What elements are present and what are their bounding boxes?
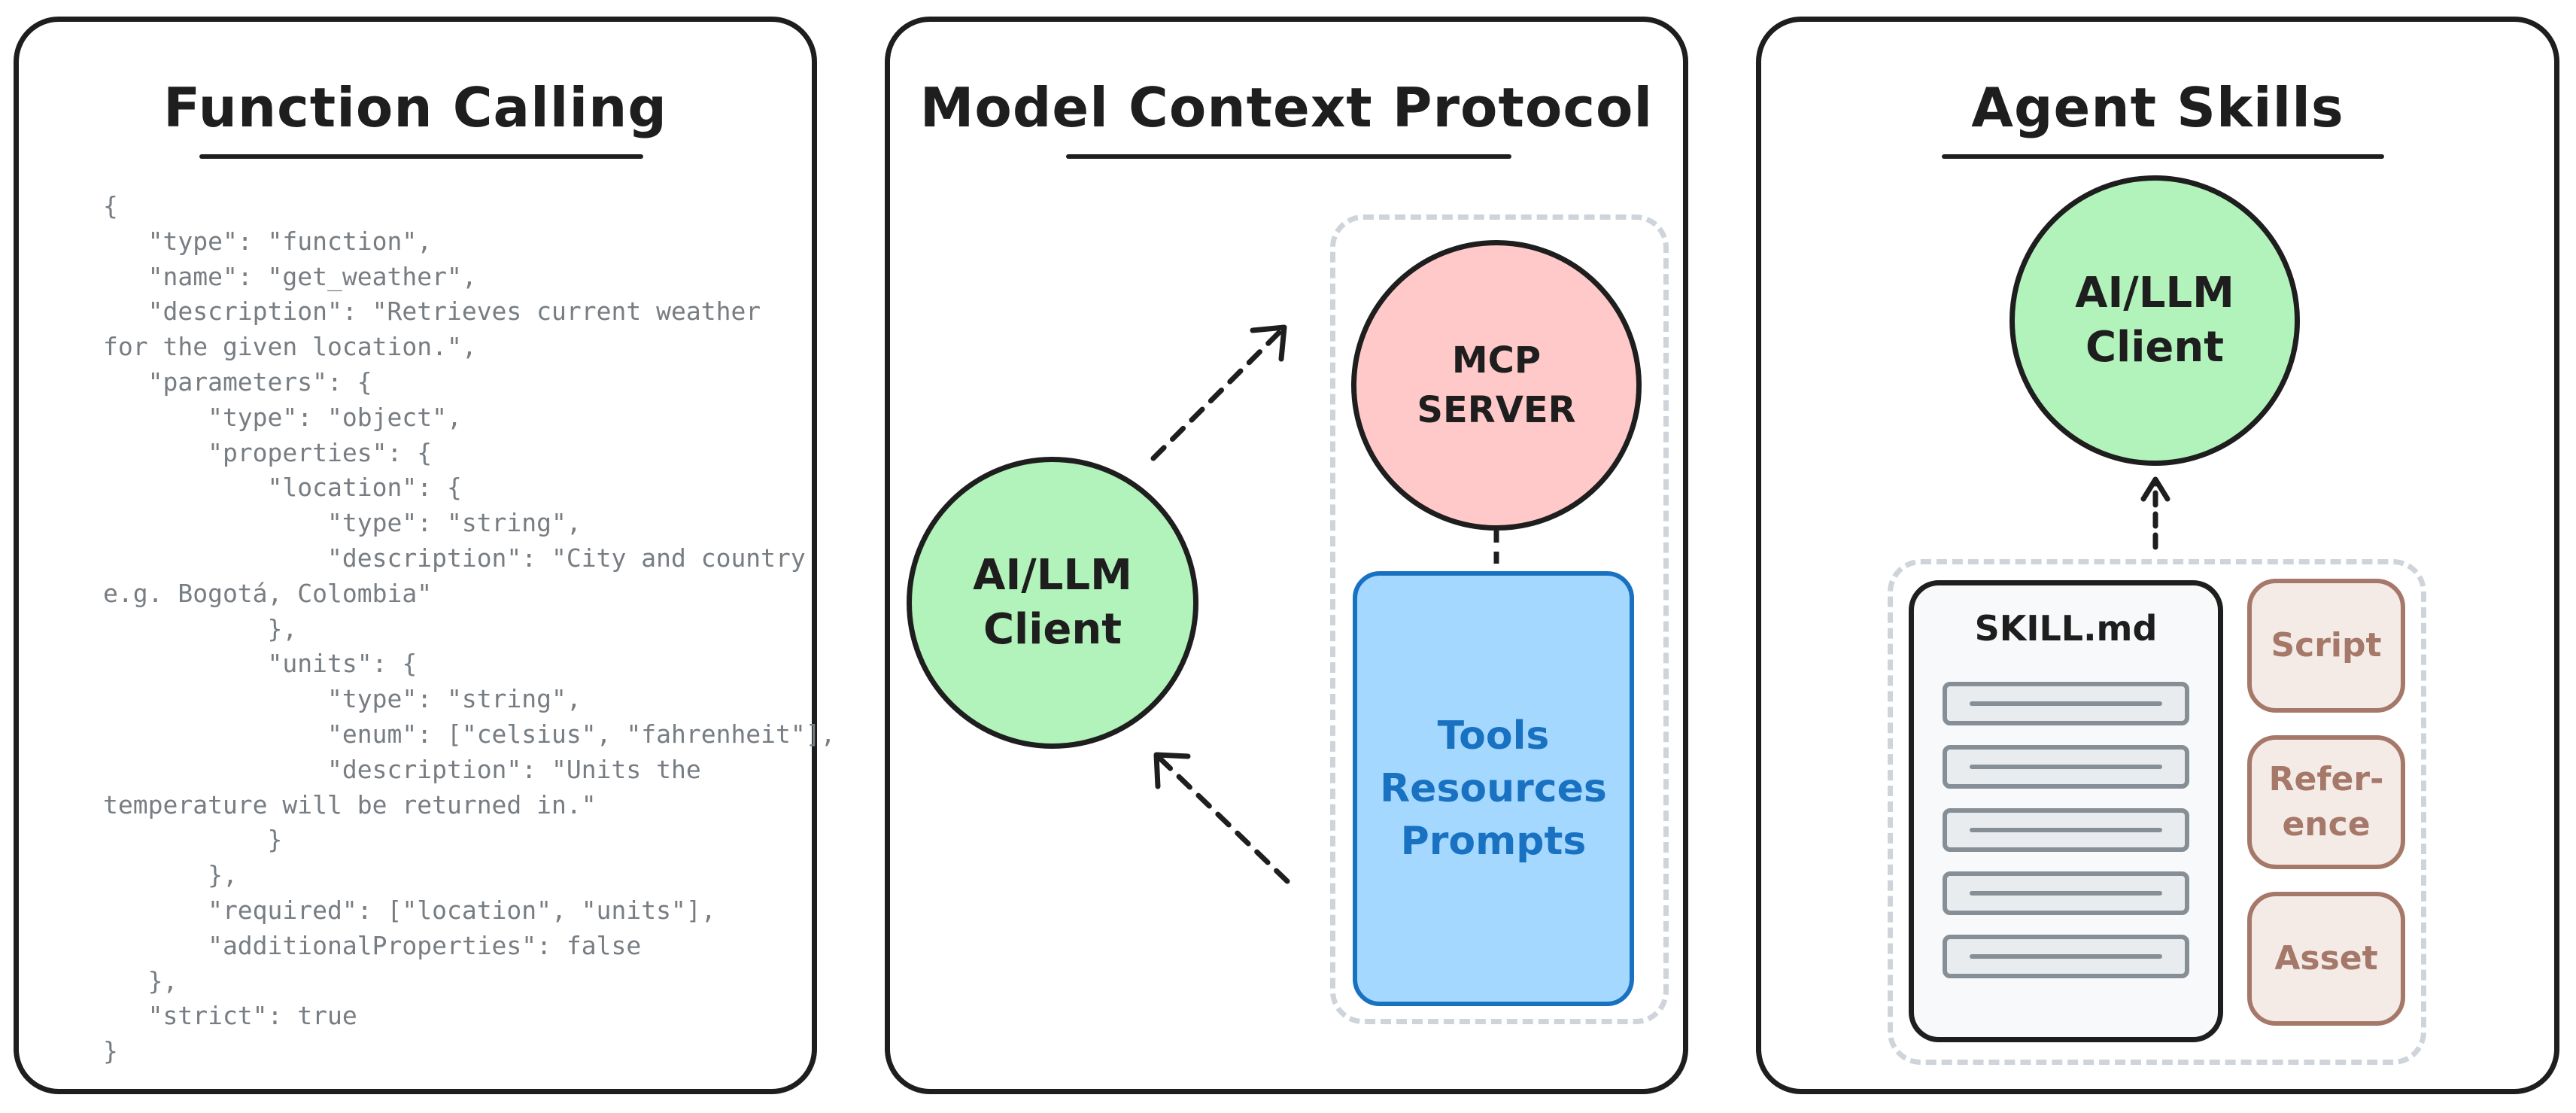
mcp-title: Model Context Protocol (919, 76, 1654, 139)
function-calling-panel: Function Calling { "type": "function", "… (14, 17, 836, 1094)
asset-label: Asset (2274, 939, 2378, 978)
agent-skills-panel: Agent Skills AI/LLM Client SKILL.md Scri… (1756, 17, 2559, 1094)
skill-md-text-line (1943, 745, 2189, 789)
script-label: Script (2271, 626, 2382, 664)
skill-md-title: SKILL.md (1974, 608, 2158, 649)
skill-md-text-line (1943, 808, 2189, 852)
server-to-client-arrow (1156, 755, 1290, 884)
skill-md-text-line (1943, 682, 2189, 725)
agent-skills-title: Agent Skills (1971, 76, 2344, 139)
skill-md-document: SKILL.md (1909, 580, 2223, 1042)
skill-to-client-arrowhead (2140, 476, 2170, 502)
function-schema-code: { "type": "function", "name": "get_weath… (103, 191, 836, 1066)
server-to-client-arrowhead (1153, 752, 1191, 789)
client-to-server-arrow (1150, 327, 1284, 461)
function-calling-title-underline (199, 154, 643, 159)
skill-md-text-line (1943, 871, 2189, 915)
mcp-title-underline (1066, 154, 1511, 159)
capability-prompts: Prompts (1400, 819, 1587, 864)
skill-md-text-line (1943, 935, 2189, 978)
mcp-ai-llm-client-node: AI/LLM Client (907, 457, 1198, 749)
reference-label-line2: ence (2282, 805, 2371, 844)
skills-client-label-line1: AI/LLM (2075, 269, 2234, 318)
client-to-server-arrowhead (1250, 324, 1287, 362)
capability-resources: Resources (1380, 766, 1607, 811)
mcp-capabilities-box: Tools Resources Prompts (1353, 571, 1634, 1006)
agent-skills-title-underline (1942, 154, 2384, 159)
reference-label-line1: Refer- (2268, 760, 2384, 798)
mcp-client-label-line2: Client (983, 605, 1122, 654)
mcp-panel: Model Context Protocol AI/LLM Client MCP… (885, 17, 1688, 1094)
mcp-server-label-line1: MCP (1451, 339, 1542, 382)
skill-package-group (1888, 559, 2426, 1065)
skills-ai-llm-client-node: AI/LLM Client (2009, 175, 2300, 466)
capability-tools: Tools (1437, 713, 1550, 759)
mcp-client-label-line1: AI/LLM (973, 551, 1132, 600)
mcp-connectors (1150, 324, 1499, 884)
mcp-server-node: MCP SERVER (1351, 240, 1642, 531)
skills-client-label-line2: Client (2085, 323, 2225, 372)
script-box: Script (2247, 579, 2405, 713)
asset-box: Asset (2247, 892, 2405, 1026)
skills-connectors (2140, 476, 2170, 550)
function-calling-title: Function Calling (163, 76, 667, 139)
reference-box: Refer- ence (2247, 735, 2405, 869)
mcp-server-label-line2: SERVER (1417, 389, 1576, 431)
mcp-server-group (1330, 214, 1669, 1024)
